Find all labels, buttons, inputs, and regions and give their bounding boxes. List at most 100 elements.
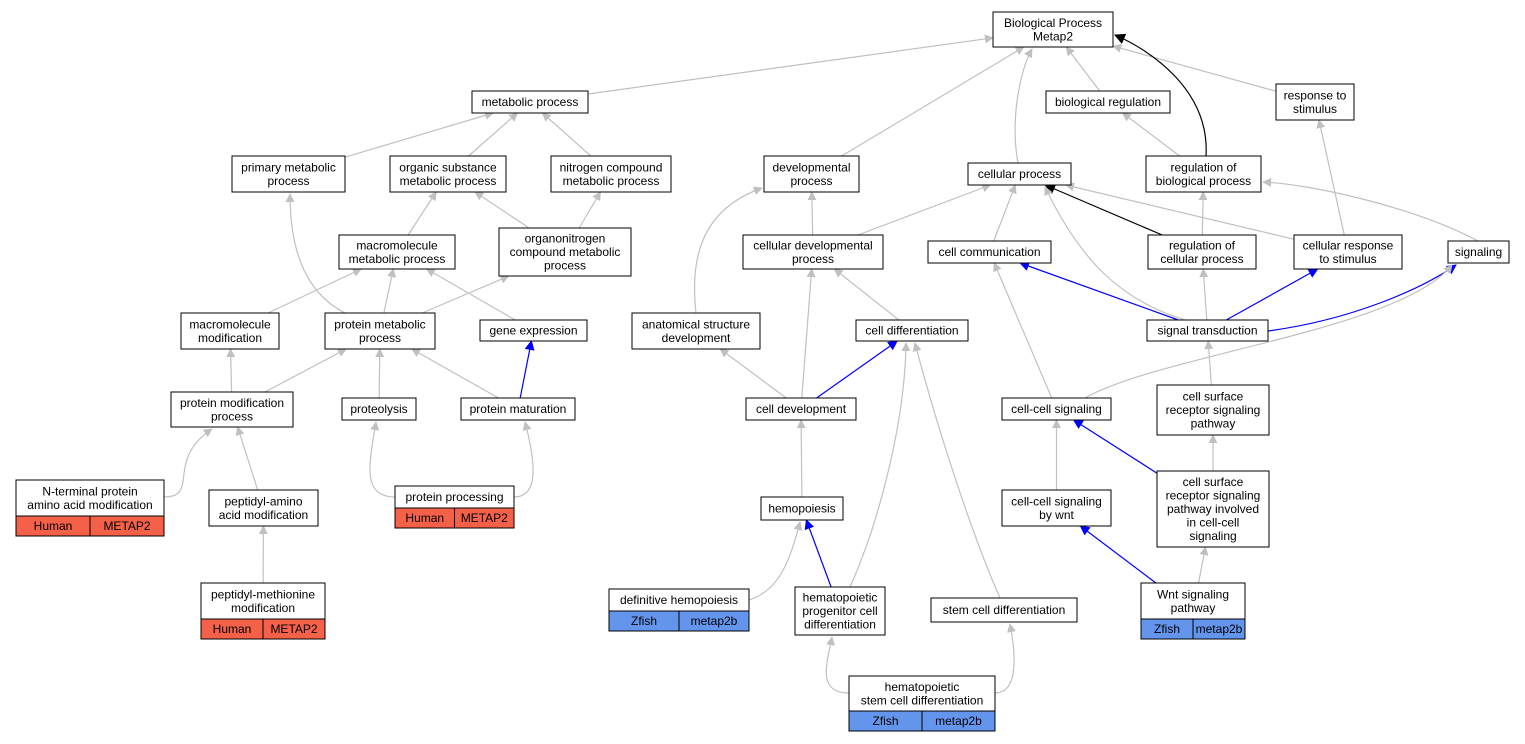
edge-metabolic-process-to-biological-process [587,34,994,95]
node-signaling[interactable]: signaling [1447,240,1510,264]
edge-anatomical-structure-development-to-developmental-process [693,186,763,314]
edge-protein-processing-to-proteolysis [369,421,396,498]
edge-cell-cell-signaling-to-signaling [1084,264,1453,399]
edge-protein-maturation-to-gene-expression [519,340,535,399]
edge-cellular-response-to-stimulus-to-response-to-stimulus [1316,119,1345,236]
node-stem-cell-differentiation[interactable]: stem cell differentiation [930,597,1078,623]
node-label: protein processing [405,490,503,504]
edge-wnt-signaling-pathway-to-cell-cell-signaling-by-wnt [1079,525,1157,584]
edge-signal-transduction-to-cell-communication [1019,261,1179,321]
node-box [389,155,507,193]
edge-protein-modification-process-to-macromolecule-modification [226,348,236,393]
node-cell-communication[interactable]: cell communication [927,240,1052,264]
gene-tag-box [262,618,326,640]
node-gene-expression[interactable]: gene expression [479,319,588,342]
edge-primary-metabolic-process-to-metabolic-process [344,111,494,158]
edge-cell-development-to-anatomical-structure-development [719,348,787,399]
node-label: definitive hemopoiesis [620,593,738,607]
node-biological-regulation[interactable]: biological regulation [1045,90,1171,114]
node-protein-maturation[interactable]: protein maturation [460,397,576,421]
node-box [180,312,280,350]
node-box [794,586,886,636]
edge-cellular-response-to-stimulus-to-cellular-process [1064,182,1295,240]
node-hemopoiesis[interactable]: hemopoiesis [760,496,844,521]
edge-nitrogen-compound-metabolic-process-to-metabolic-process [541,112,592,157]
gene-tag-label: METAP2 [270,622,317,636]
node-box [338,234,456,270]
node-box [15,479,165,517]
edge-hematopoietic-progenitor-cell-differentiation-to-cell-differentiation [849,342,911,588]
species-tag-label: Human [213,622,252,636]
node-box [967,162,1072,186]
node-cell-cell-signaling[interactable]: cell-cell signaling [1001,397,1112,421]
node-box [324,312,436,350]
node-box [550,155,672,193]
node-box [1156,384,1270,436]
edge-cell-communication-to-cellular-process [993,184,1017,242]
node-box [1145,155,1262,193]
node-cell-development[interactable]: cell development [745,397,857,421]
node-box [1001,397,1112,421]
node-cell-differentiation[interactable]: cell differentiation [855,319,969,342]
node-box [1156,470,1270,548]
edge-regulation-of-biological-process-to-biological-process [1113,33,1207,157]
edge-organonitrogen-compound-metabolic-process-to-nitrogen-compound-metabolic-process [578,191,601,229]
node-label: stem cell differentiation [943,603,1066,617]
node-label: signal transduction [1157,324,1257,338]
edge-protein-metabolic-process-to-primary-metabolic-process [285,193,346,314]
node-signal-transduction[interactable]: signal transduction [1146,319,1269,342]
edge-signal-transduction-to-cellular-process [1044,186,1186,321]
node-box [471,90,589,114]
node-proteolysis[interactable]: proteolysis [341,397,417,421]
node-label: hemopoiesis [768,502,835,516]
node-cellular-process[interactable]: cellular process [967,162,1072,186]
node-box [1045,90,1171,114]
edge-protein-maturation-to-protein-metabolic-process [411,348,499,399]
gene-tag-label: metap2b [1196,622,1243,636]
species-tag-label: Human [34,519,73,533]
gene-tag-box [1192,618,1246,640]
edge-organonitrogen-compound-metabolic-process-to-organic-substance-metabolic-process [474,191,530,229]
edge-definitive-hemopoiesis-to-hemopoiesis [748,521,803,601]
edge-cellular-developmental-process-to-developmental-process [807,191,817,236]
node-metabolic-process[interactable]: metabolic process [471,90,589,114]
gene-tag-label: METAP2 [103,519,150,533]
